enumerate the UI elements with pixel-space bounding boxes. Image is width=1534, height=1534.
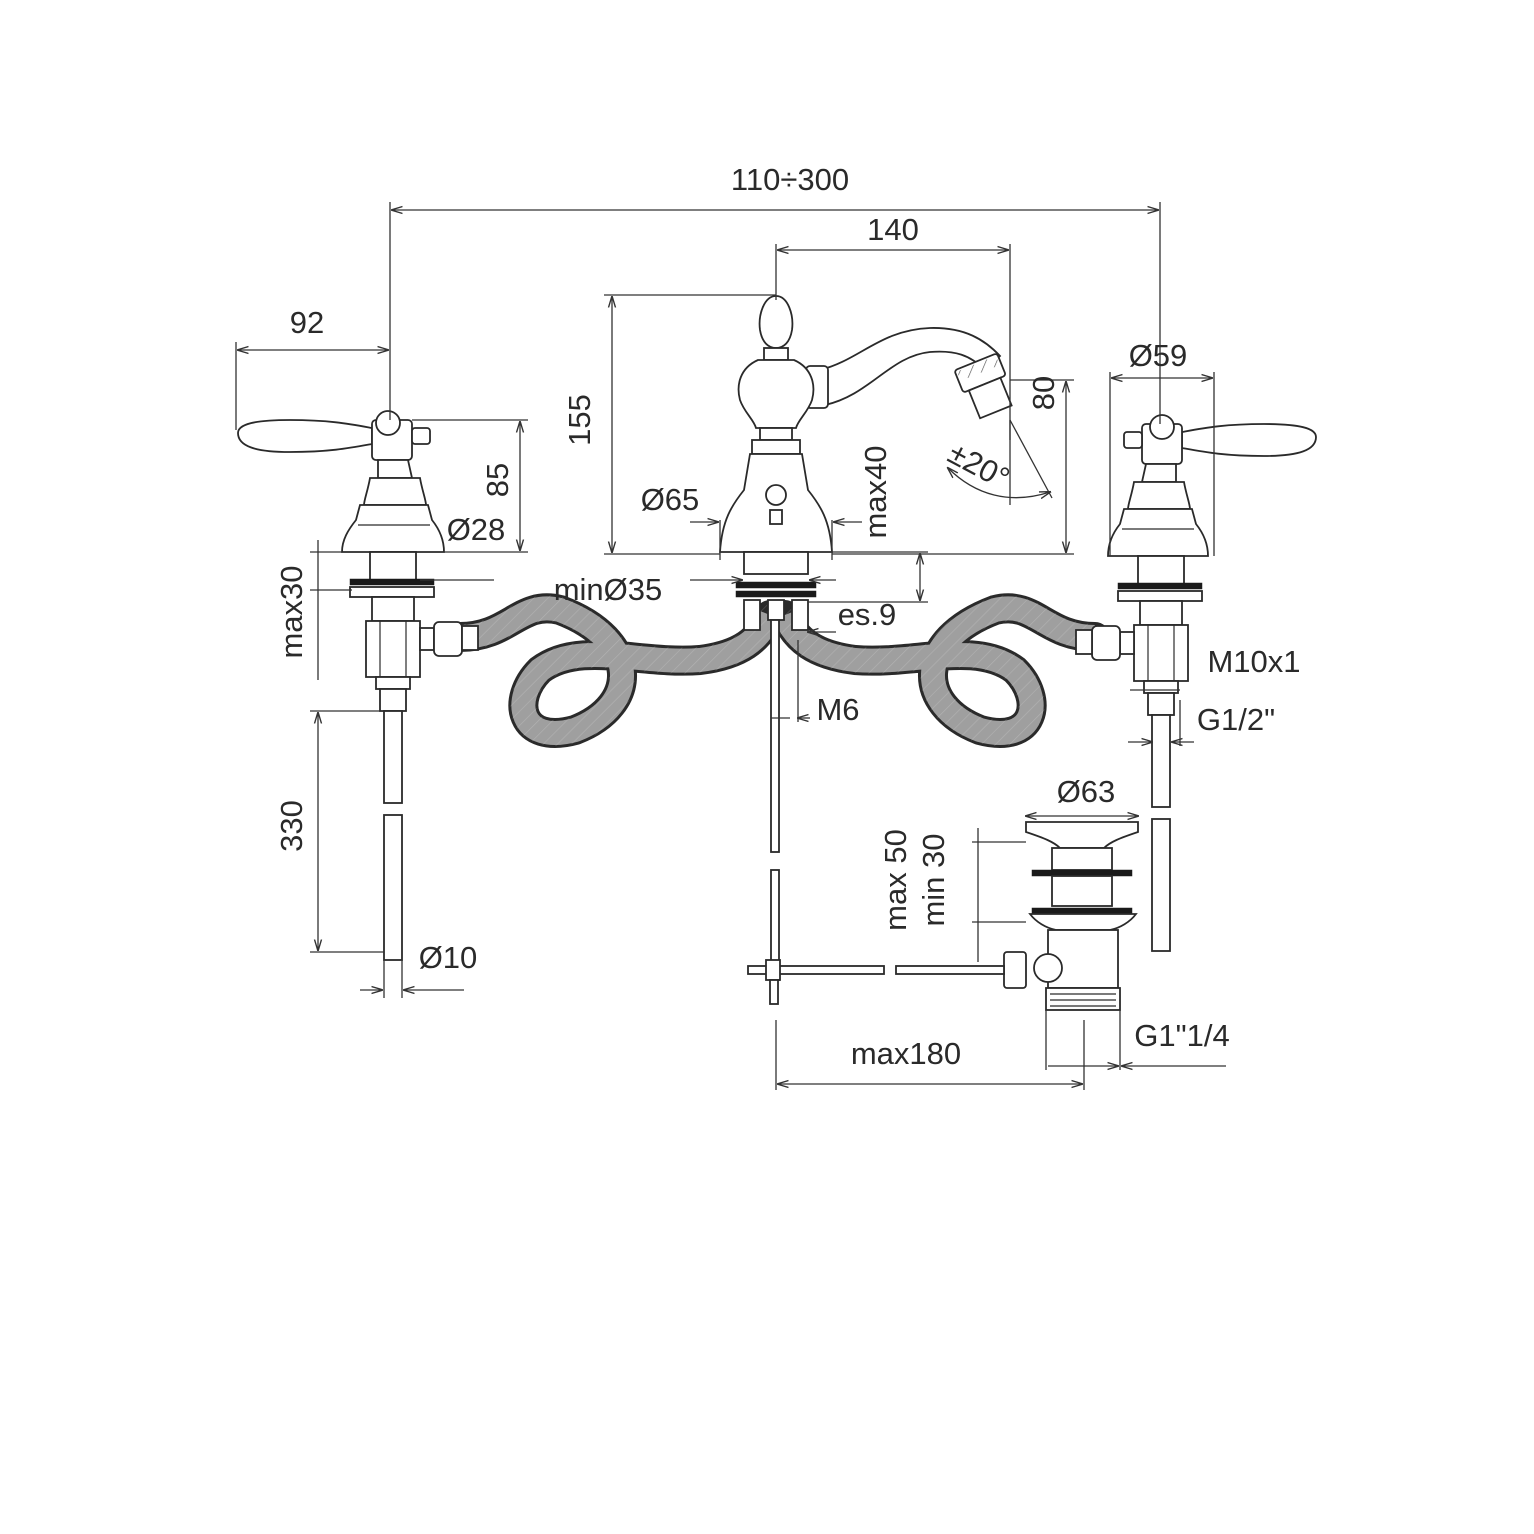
label-waste-range-min: min 30 bbox=[916, 833, 951, 926]
right-valve bbox=[1075, 414, 1317, 952]
label-swivel-angle: ±20° bbox=[943, 435, 1016, 496]
label-valve-dia: Ø28 bbox=[447, 512, 506, 547]
waste-assembly bbox=[747, 821, 1139, 1011]
label-max-deck: max40 bbox=[858, 445, 893, 538]
label-rod-thread: M6 bbox=[816, 692, 859, 727]
label-waste-range-max: max 50 bbox=[878, 829, 913, 931]
label-valve-deck: max30 bbox=[274, 565, 309, 658]
label-base-dia: Ø65 bbox=[641, 482, 700, 517]
label-handle-offset: 92 bbox=[290, 305, 324, 340]
label-pipe-length: 330 bbox=[274, 800, 309, 852]
label-valve-thread: M10x1 bbox=[1207, 644, 1300, 679]
label-spout-height: 155 bbox=[562, 394, 597, 446]
label-overall-spread: 110÷300 bbox=[731, 162, 849, 197]
label-pipe-dia: Ø10 bbox=[419, 940, 478, 975]
hose-left bbox=[445, 593, 785, 748]
dimension-lines bbox=[235, 202, 1226, 1090]
label-waste-dia: Ø63 bbox=[1057, 774, 1116, 809]
label-spray-height: 80 bbox=[1026, 376, 1061, 410]
label-rosette-dia: Ø59 bbox=[1129, 338, 1188, 373]
label-spout-reach: 140 bbox=[867, 212, 919, 247]
label-min-hole: minØ35 bbox=[554, 572, 663, 607]
label-inlet-thread: G1/2" bbox=[1197, 702, 1275, 737]
hose-right bbox=[770, 593, 1110, 748]
spout-body bbox=[719, 295, 1013, 981]
label-waste-thread: G1"1/4 bbox=[1134, 1018, 1229, 1053]
label-valve-height: 85 bbox=[480, 463, 515, 497]
label-nut-thickness: es.9 bbox=[838, 597, 897, 632]
label-rod-reach: max180 bbox=[851, 1036, 961, 1071]
left-valve bbox=[237, 410, 479, 961]
